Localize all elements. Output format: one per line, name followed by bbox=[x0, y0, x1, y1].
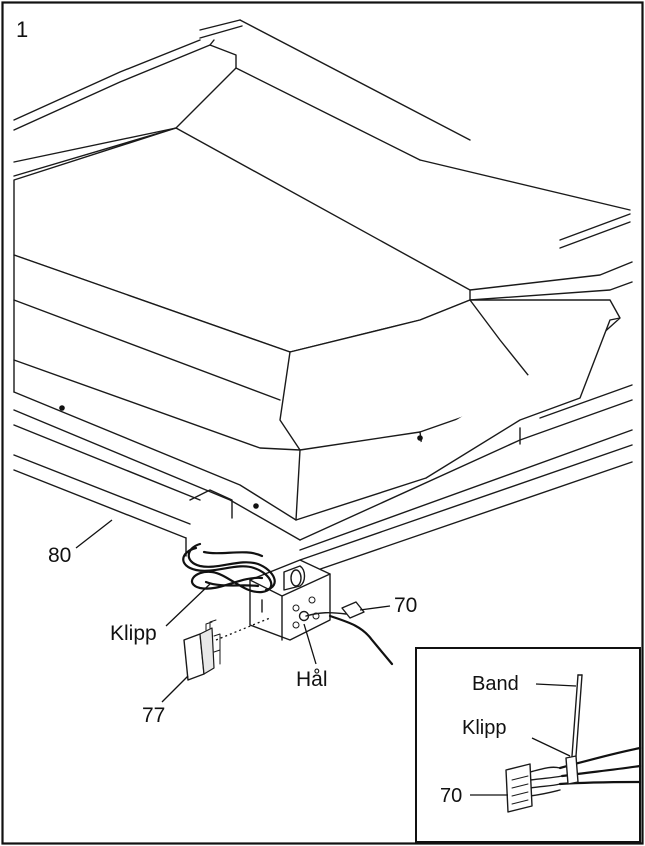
leader-klipp-main bbox=[165, 583, 211, 627]
inset-clip bbox=[565, 755, 579, 785]
bracket-hole-a bbox=[292, 604, 300, 612]
leader-band bbox=[535, 683, 577, 687]
hood-screw-center bbox=[253, 503, 259, 509]
label-klipp-inset: Klipp bbox=[462, 717, 506, 739]
leader-77 bbox=[161, 675, 189, 703]
label-hal: Hål bbox=[296, 668, 328, 691]
label-part-70-main: 70 bbox=[394, 594, 417, 617]
hood-screw-right bbox=[417, 435, 423, 441]
label-part-80: 80 bbox=[48, 544, 71, 567]
leader-hal bbox=[303, 623, 317, 665]
connector-70-main bbox=[341, 601, 365, 619]
leader-klipp-inset bbox=[531, 737, 571, 757]
part-77-connector bbox=[183, 619, 221, 681]
treadmill-base bbox=[13, 19, 633, 681]
leader-80 bbox=[75, 519, 113, 549]
bracket-hole-d bbox=[312, 612, 320, 620]
main-labels: 80 Klipp 77 Hål 70 bbox=[48, 519, 417, 727]
bracket-hole-b bbox=[308, 596, 316, 604]
inset-connector-70 bbox=[505, 763, 533, 813]
label-part-70-inset: 70 bbox=[440, 785, 462, 807]
inset-frame bbox=[415, 647, 641, 843]
label-part-77: 77 bbox=[142, 704, 165, 727]
inset-detail: Band Klipp 70 bbox=[415, 647, 642, 843]
step-number: 1 bbox=[16, 17, 28, 42]
leader-70-main bbox=[359, 605, 391, 611]
label-klipp-main: Klipp bbox=[110, 622, 157, 645]
label-band: Band bbox=[472, 673, 519, 695]
hood-screw-left bbox=[59, 405, 65, 411]
bracket-hole-c bbox=[292, 621, 300, 629]
